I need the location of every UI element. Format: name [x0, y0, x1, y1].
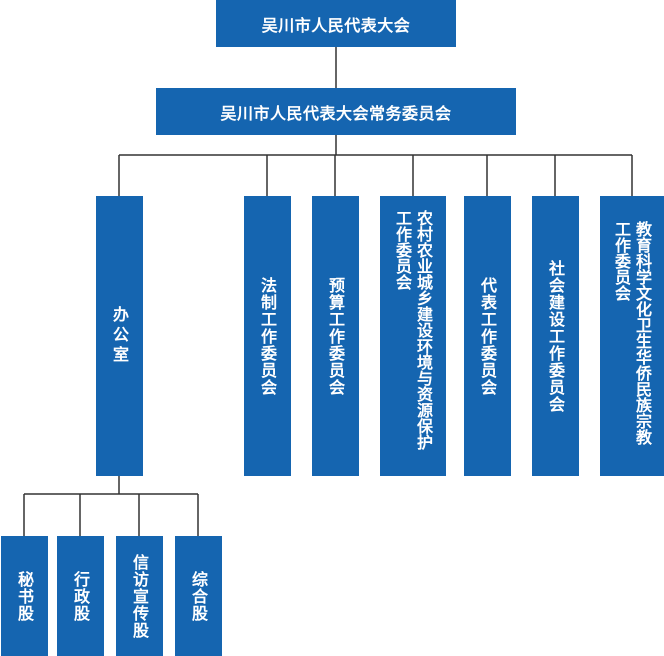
committee-label-budget: 预算工作委员会: [326, 276, 345, 396]
committee-box-budget: 预算工作委员会: [312, 196, 359, 476]
committee-box-education: 教育科学文化卫生华侨民族宗教工作委员会: [600, 196, 664, 476]
section-box-petitions: 信访宣传股: [116, 536, 163, 656]
office-box: 办公室: [96, 196, 143, 476]
committee-label-deputies: 代表工作委员会: [478, 276, 497, 396]
committee-box-rural: 农村农业城乡建设环境与资源保护工作委员会: [380, 196, 446, 476]
committee-box-deputies: 代表工作委员会: [464, 196, 511, 476]
office-label: 办公室: [110, 306, 129, 366]
section-label-general: 综合股: [189, 570, 208, 622]
section-label-secretariat: 秘书股: [15, 570, 34, 622]
committee-label-education: 教育科学文化卫生华侨民族宗教工作委员会: [612, 221, 652, 445]
section-box-secretariat: 秘书股: [1, 536, 48, 656]
section-label-petitions: 信访宣传股: [130, 553, 149, 639]
committee-box-legal: 法制工作委员会: [244, 196, 291, 476]
standing-committee-box: 吴川市人民代表大会常务委员会: [156, 88, 516, 135]
congress-label: 吴川市人民代表大会: [261, 15, 411, 35]
standing-committee-label: 吴川市人民代表大会常务委员会: [220, 103, 452, 123]
committee-label-legal: 法制工作委员会: [258, 276, 277, 396]
section-label-administration: 行政股: [71, 570, 90, 622]
section-box-general: 综合股: [175, 536, 222, 656]
committee-label-social: 社会建设工作委员会: [546, 259, 565, 413]
congress-box: 吴川市人民代表大会: [216, 0, 456, 47]
committee-box-social: 社会建设工作委员会: [532, 196, 579, 476]
committee-label-rural: 农村农业城乡建设环境与资源保护工作委员会: [393, 210, 433, 450]
section-box-administration: 行政股: [57, 536, 104, 656]
